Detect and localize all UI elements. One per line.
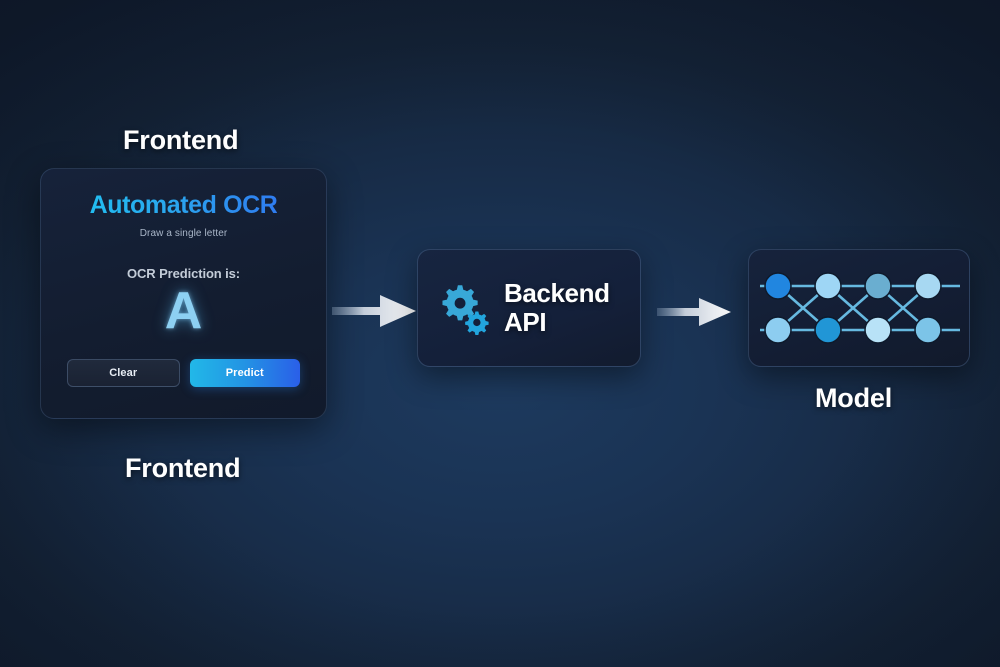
model-box: [748, 249, 970, 367]
frontend-label-top: Frontend: [123, 125, 239, 155]
prediction-value: A: [164, 282, 203, 340]
predict-button[interactable]: Predict: [189, 359, 300, 387]
card-button-row: Clear Predict: [67, 359, 300, 387]
model-label: Model: [815, 383, 892, 413]
arrow-backend-to-model-icon: [657, 298, 731, 326]
gears-icon: [442, 285, 489, 335]
backend-api-box: Backend API: [417, 249, 641, 367]
backend-api-label: Backend API: [504, 277, 610, 337]
app-title: Automated OCR: [89, 191, 278, 219]
prediction-label: OCR Prediction is:: [126, 266, 241, 281]
backend-line-1: Backend: [504, 277, 610, 308]
backend-line-2: API: [504, 307, 547, 337]
arrow-frontend-to-backend-icon: [332, 295, 416, 327]
frontend-label-bottom: Frontend: [125, 453, 241, 483]
app-subtitle: Draw a single letter: [139, 228, 228, 239]
frontend-app-card: Automated OCR Draw a single letter OCR P…: [40, 168, 327, 419]
neural-network-icon: [760, 272, 960, 344]
clear-button[interactable]: Clear: [67, 359, 180, 387]
